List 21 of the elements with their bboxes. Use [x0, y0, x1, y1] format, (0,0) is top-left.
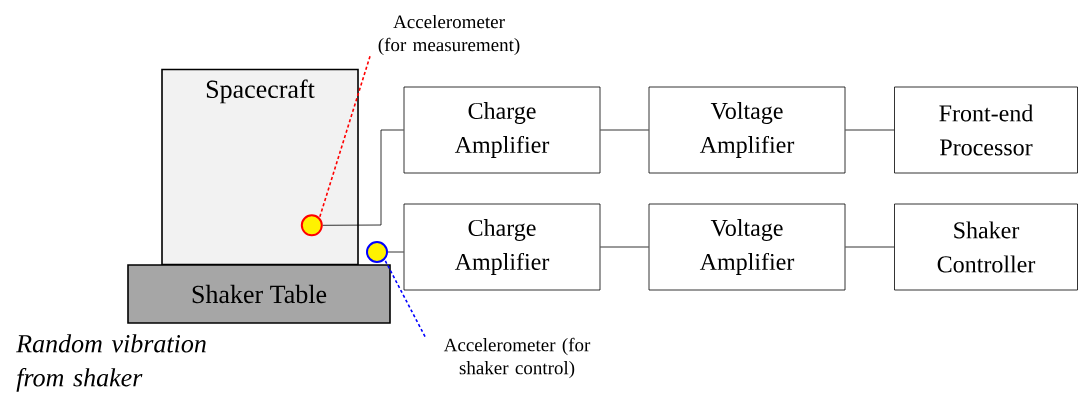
callout-text: Accelerometer (for measurement)	[378, 14, 520, 56]
shaker-table-box: Shaker Table	[127, 264, 391, 324]
leader-line	[383, 258, 426, 338]
connector-line	[600, 129, 649, 131]
accelerometer-circle	[300, 214, 323, 237]
connector-line	[322, 129, 404, 226]
process-box: Voltage Amplifier	[648, 203, 846, 291]
connector-line	[845, 246, 895, 248]
process-box: Front-end Processor	[894, 86, 1078, 174]
process-box: Voltage Amplifier	[648, 86, 846, 174]
process-box: Charge Amplifier	[403, 86, 601, 174]
callout-text: Accelerometer (for shaker control)	[443, 337, 591, 379]
process-box: Shaker Controller	[894, 203, 1078, 291]
caption-text: Random vibration from shaker	[16, 334, 206, 392]
leader-line	[318, 55, 371, 219]
connector-line	[387, 251, 404, 253]
connector-line	[845, 129, 895, 131]
accelerometer-circle	[366, 241, 388, 263]
spacecraft-box: Spacecraft	[161, 68, 359, 266]
process-box: Charge Amplifier	[403, 203, 601, 291]
connector-line	[600, 246, 649, 248]
